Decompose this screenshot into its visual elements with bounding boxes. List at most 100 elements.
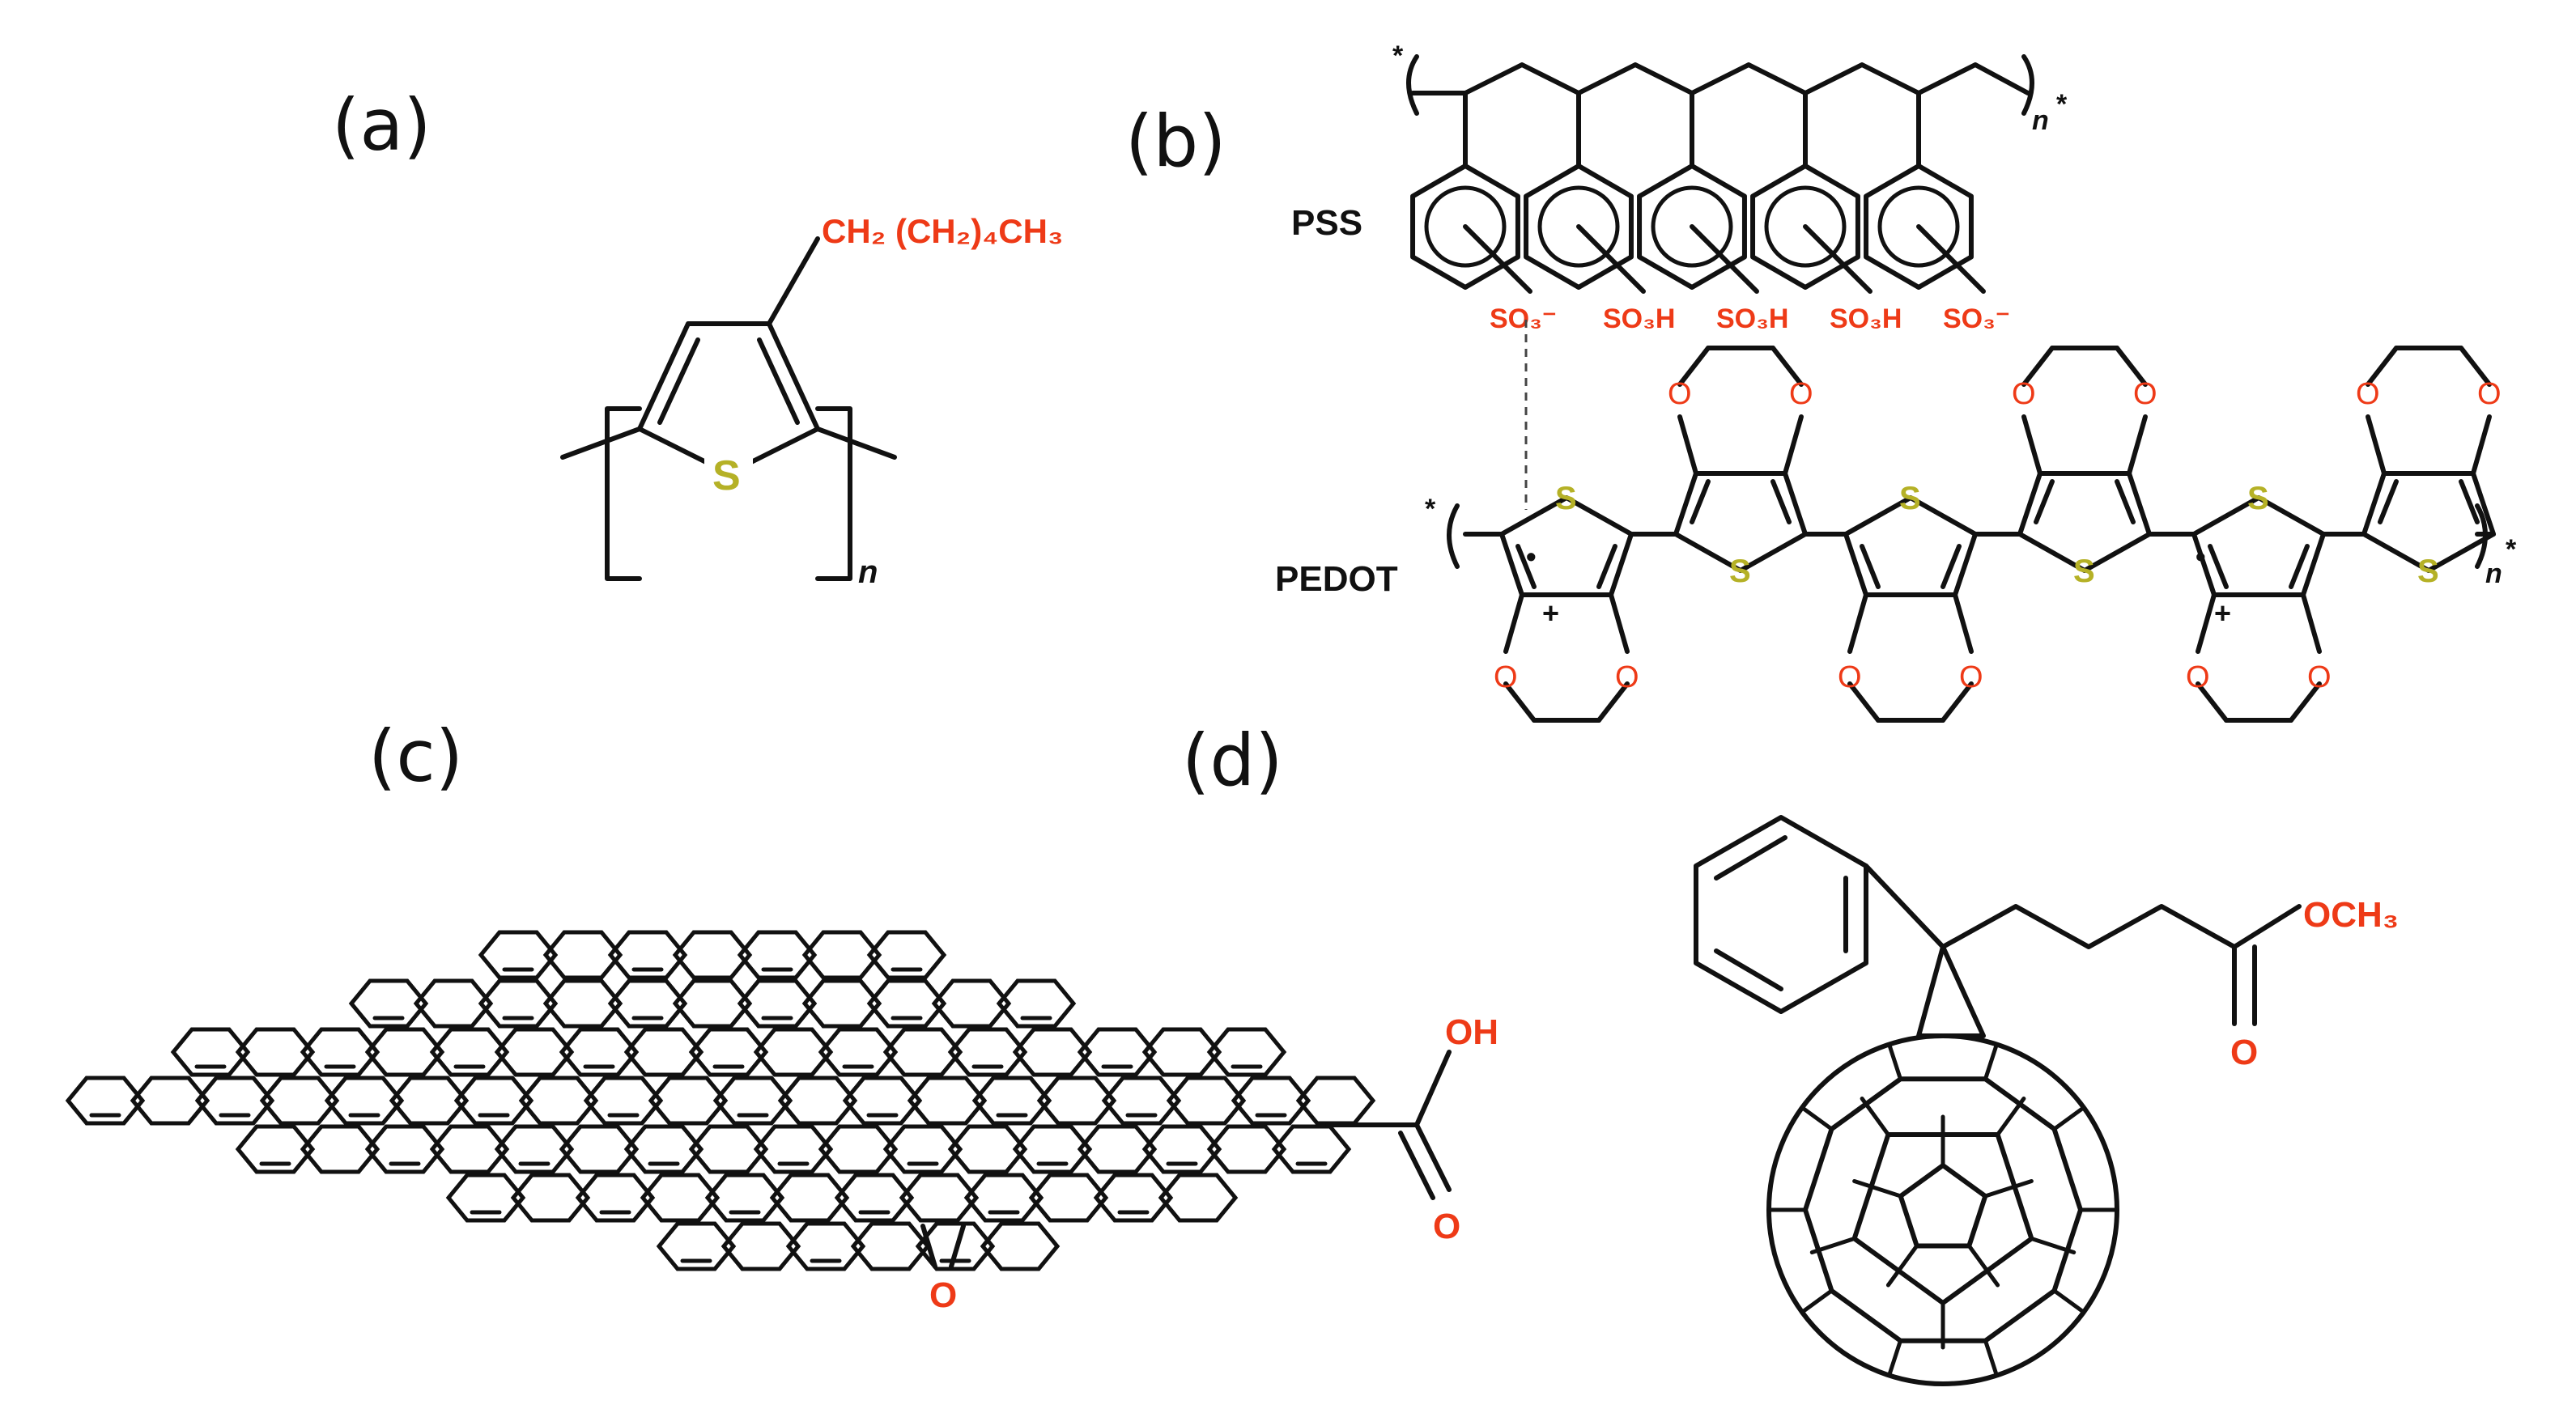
- graphene-ring-14: [737, 978, 818, 1029]
- graphene-ring-84: [1158, 1173, 1239, 1223]
- graphene-ring-58: [364, 1124, 445, 1174]
- graphene-ring-56: [235, 1124, 316, 1174]
- carboxyl-o: O: [1433, 1207, 1460, 1246]
- pedot-sulfur-6: S: [2417, 554, 2439, 589]
- graphene-ring-8: [348, 978, 429, 1029]
- graphene-ring-72: [1271, 1124, 1352, 1174]
- graphene-ring-4: [672, 930, 753, 980]
- pedot-sulfur-1: S: [1555, 481, 1577, 516]
- graphene-ring-48: [842, 1076, 923, 1126]
- left-bracket: [605, 406, 642, 581]
- panel-a-label: (a): [332, 83, 431, 167]
- graphene-ring-86: [721, 1221, 801, 1271]
- graphene-ring-70: [1141, 1124, 1222, 1174]
- pedot-oxygen-6-1: O: [2356, 377, 2380, 411]
- graphene-ring-81: [963, 1173, 1044, 1223]
- pedot-oxygen-1-2: O: [1615, 660, 1639, 694]
- graphene-ring-57: [300, 1124, 380, 1174]
- graphene-ring-19: [170, 1027, 251, 1077]
- c60-fullerene-cage: [1766, 1033, 2119, 1386]
- graphene-ring-90: [980, 1221, 1061, 1271]
- graphene-ring-7: [866, 930, 947, 980]
- right-bracket: [815, 406, 852, 581]
- graphene-ring-16: [866, 978, 947, 1029]
- pss-ring-4: [1750, 163, 1860, 290]
- graphene-ring-63: [688, 1124, 769, 1174]
- graphene-ring-53: [1166, 1076, 1247, 1126]
- graphene-ring-59: [429, 1124, 510, 1174]
- graphene-ring-79: [834, 1173, 915, 1223]
- graphene-ring-15: [801, 978, 882, 1029]
- graphene-ring-31: [947, 1027, 1028, 1077]
- pss-ring-2: [1524, 163, 1634, 290]
- pedot-oxygen-6-2: O: [2477, 377, 2502, 411]
- graphene-ring-36: [65, 1076, 146, 1126]
- pedot-thiophene-2: [1673, 471, 1808, 573]
- graphene-ring-37: [130, 1076, 210, 1126]
- pedot-oxygen-2-2: O: [1789, 377, 1813, 411]
- svg-text:*: *: [1425, 494, 1436, 524]
- svg-text:*: *: [1392, 40, 1404, 71]
- graphene-ring-45: [648, 1076, 729, 1126]
- hexyl-substituent: CH₂ (CH₂)₄CH₃: [822, 212, 1063, 250]
- graphene-ring-76: [640, 1173, 721, 1223]
- graphene-ring-67: [947, 1124, 1028, 1174]
- graphene-ring-42: [453, 1076, 534, 1126]
- pedot-oxygen-2-1: O: [1668, 377, 1692, 411]
- svg-text:*: *: [2506, 534, 2517, 565]
- graphene-ring-77: [704, 1173, 785, 1223]
- polaron-dot-2: •: [2196, 540, 2206, 573]
- pedot-label: PEDOT: [1275, 559, 1398, 599]
- pedot-oxygen-5-2: O: [2307, 660, 2332, 694]
- graphene-ring-22: [364, 1027, 445, 1077]
- graphene-ring-64: [753, 1124, 834, 1174]
- graphene-oxide-sheet: [65, 930, 1376, 1271]
- graphene-ring-60: [494, 1124, 575, 1174]
- graphene-ring-89: [915, 1221, 996, 1271]
- graphene-ring-6: [801, 930, 882, 980]
- epoxide-group: O: [920, 1224, 966, 1315]
- panel-b-label: (b): [1125, 100, 1226, 183]
- graphene-ring-78: [769, 1173, 850, 1223]
- pedot-oxygen-1-1: O: [1494, 660, 1518, 694]
- pedot-oxygen-3-2: O: [1959, 660, 1983, 694]
- pedot-thiophene-5: [2191, 495, 2326, 597]
- graphene-ring-9: [413, 978, 494, 1029]
- polaron-dot-1: •: [1526, 540, 1537, 573]
- graphene-ring-54: [1231, 1076, 1311, 1126]
- carboxyl-oh: OH: [1445, 1012, 1498, 1052]
- graphene-ring-35: [1206, 1027, 1287, 1077]
- pedot-sulfur-3: S: [1899, 481, 1921, 516]
- graphene-ring-83: [1093, 1173, 1174, 1223]
- graphene-ring-69: [1077, 1124, 1158, 1174]
- graphene-ring-32: [1012, 1027, 1093, 1077]
- carboxyl-group: OH O: [1325, 1012, 1498, 1246]
- graphene-ring-87: [785, 1221, 866, 1271]
- svg-text:n: n: [2485, 558, 2502, 589]
- graphene-ring-3: [607, 930, 688, 980]
- p3ht-structure: S CH₂ (CH₂)₄CH₃ n: [560, 212, 1063, 590]
- graphene-ring-41: [389, 1076, 470, 1126]
- graphene-ring-74: [510, 1173, 591, 1223]
- graphene-ring-33: [1077, 1027, 1158, 1077]
- graphene-ring-68: [1012, 1124, 1093, 1174]
- graphene-ring-52: [1101, 1076, 1182, 1126]
- pss-group-4: SO₃H: [1830, 303, 1902, 334]
- graphene-ring-66: [882, 1124, 963, 1174]
- graphene-ring-34: [1141, 1027, 1222, 1077]
- pss-ring-5: [1864, 163, 1974, 290]
- pedot-sulfur-5: S: [2247, 481, 2269, 516]
- pedot-thiophene-1: [1499, 495, 1634, 597]
- graphene-ring-65: [818, 1124, 899, 1174]
- svg-text:*: *: [2056, 89, 2068, 120]
- graphene-ring-1: [478, 930, 559, 980]
- pss-ring-1: [1410, 163, 1520, 290]
- pss-group-2: SO₃H: [1603, 303, 1675, 334]
- graphene-ring-82: [1028, 1173, 1109, 1223]
- graphene-ring-23: [429, 1027, 510, 1077]
- pedot-oxygen-4-1: O: [2012, 377, 2036, 411]
- graphene-ring-39: [259, 1076, 340, 1126]
- graphene-ring-30: [882, 1027, 963, 1077]
- graphene-ring-85: [656, 1221, 737, 1271]
